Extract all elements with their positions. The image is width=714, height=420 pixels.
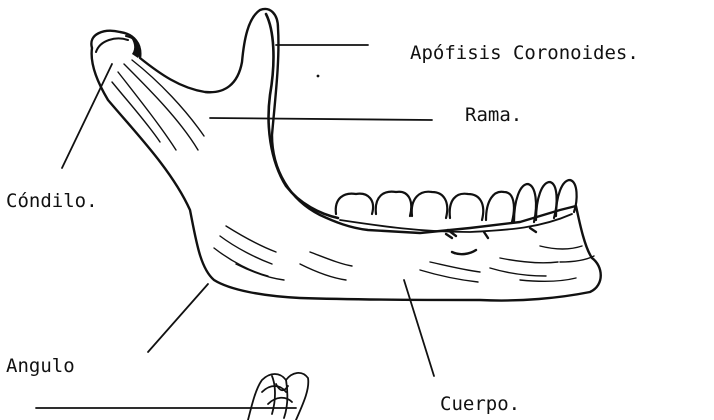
leader-ramus [210, 118, 432, 120]
label-coronoid-process: Apófisis Coronoides. [410, 42, 639, 64]
label-body: Cuerpo. [440, 393, 520, 415]
shading-strokes [112, 60, 594, 282]
label-ramus: Rama. [465, 104, 522, 126]
label-condyle: Cóndilo. [6, 190, 98, 212]
leader-body [404, 280, 434, 376]
condyle-dark-patch [130, 36, 141, 58]
leader-lines [36, 45, 434, 408]
tooth-sketch [248, 373, 308, 420]
ink-dot [317, 75, 320, 78]
leader-condyle [62, 64, 112, 168]
leader-angle [148, 284, 208, 352]
label-angle: Angulo [6, 355, 75, 377]
